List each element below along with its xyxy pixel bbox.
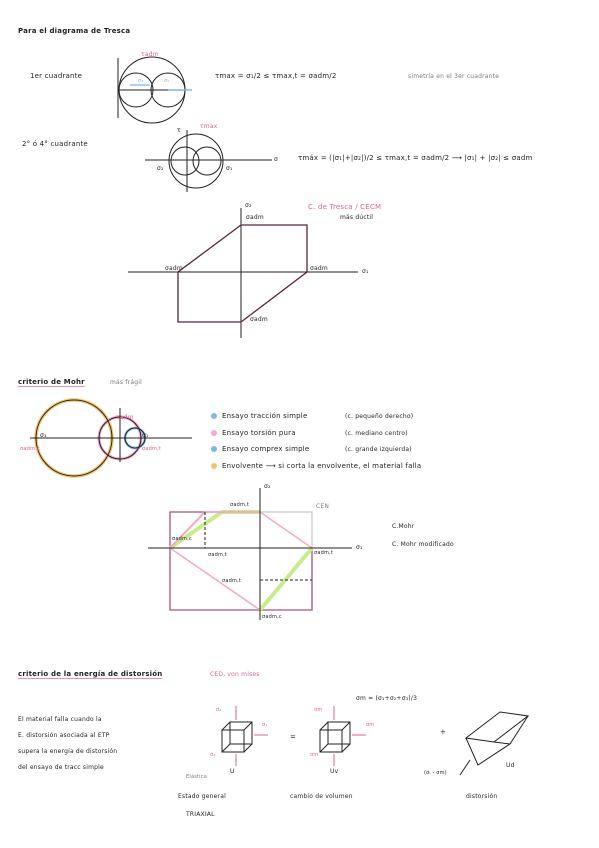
mohr-d-label-2: σadm,c	[172, 536, 192, 542]
mohr-legend-dots	[211, 413, 217, 469]
sigma3-label: σ₃	[138, 78, 144, 84]
legend-4-text: Envolvente ⟶ si corta la envolvente, el …	[222, 462, 422, 470]
mohr-sadm-t: σadm,t	[142, 446, 162, 452]
sigma-m-formula: σm = (σ₁+σ₂+σ₃)/3	[356, 695, 418, 702]
mohr-sadm-c: σadm,c	[20, 446, 40, 452]
cube1-caption: Estado general	[178, 793, 226, 800]
ced-heading-tag: CED, von mises	[210, 671, 260, 678]
tresca-axis-y: σ₂	[245, 202, 252, 209]
cube1-label-2: σ₃	[210, 752, 216, 758]
plus-sign: +	[440, 728, 447, 736]
tresca-q24-mohr-circles	[145, 130, 272, 192]
ced-text-2: E. distorsión asociada al ETP	[18, 732, 110, 739]
equals-sign: =	[290, 733, 297, 741]
legend-1-text: Ensayo tracción simple	[222, 412, 308, 420]
tresca-diagram-title: C. de Tresca / CECM	[308, 203, 382, 211]
cube3-symbol: Ud	[506, 762, 515, 769]
first-quadrant-label: 1er cuadrante	[30, 72, 83, 80]
legend-mohr: C.Mohr	[392, 523, 415, 530]
tau-adm-label: τadm	[141, 51, 159, 58]
ced-heading: criterio de la energía de distorsión	[18, 670, 163, 678]
mohr-cen: CEN	[316, 503, 330, 510]
legend-3-note: (c. grande izquierda)	[345, 446, 412, 453]
tresca-diagram-subtitle: más dúctil	[340, 214, 374, 221]
tresca-hexagon-diagram	[128, 208, 358, 338]
tau-max-label: τmax	[200, 123, 218, 130]
cube3-caption: distorsión	[466, 793, 498, 800]
mohr-tau-adm: τadm	[116, 414, 134, 421]
mohr-sigma1: σ₁	[142, 432, 149, 439]
cube-triaxial	[221, 706, 268, 766]
ced-text-4: del ensayo de tracc simple	[18, 764, 104, 771]
cube-volume-change	[319, 706, 366, 766]
legend-3-text: Ensayo comprex simple	[222, 445, 310, 453]
sigma-axis-label: σ	[274, 156, 279, 163]
tresca-label-bottom: σadm	[250, 316, 268, 323]
cube1-label-1: σ₂	[216, 707, 222, 713]
tresca-axis-x: σ₁	[362, 268, 369, 275]
cube2-caption: cambio de volumen	[290, 793, 353, 800]
q24-formula: τmáx = (|σ₁|+|σ₂|)/2 ≤ τmax,t = σadm/2 ⟶…	[298, 154, 533, 162]
mohr-d-label-3: σadm,t	[208, 552, 228, 558]
tresca-q1-mohr-circles	[117, 56, 192, 124]
mohr-criterion-diagram	[148, 488, 352, 620]
tresca-label-right: σadm	[310, 265, 328, 272]
cube1-note: Elástica	[186, 774, 207, 780]
q24-sigma1-label: σ₁	[226, 165, 233, 172]
q24-sigma2-label: σ₂	[157, 165, 164, 172]
mohr-d-label-1: σadm,t	[230, 502, 250, 508]
cube1-symbol: U	[230, 768, 235, 775]
ced-text-1: El material falla cuando la	[18, 716, 102, 723]
cube2-label-2: σm	[310, 752, 319, 758]
cube2-label-1: σm	[314, 707, 323, 713]
cube-distortion	[459, 711, 530, 776]
symmetry-note: simetría en el 3er cuadrante	[408, 73, 500, 80]
legend-1-note: (c. pequeño derecho)	[345, 413, 414, 420]
mohr-d-label-5: σadm,t	[222, 578, 242, 584]
cube1-label-3: σ₁	[262, 722, 268, 728]
mohr-axis-y: σ₂	[264, 483, 271, 490]
mohr-axis-x: σ₁	[356, 544, 363, 551]
q24-label: 2° ó 4° cuadrante	[22, 140, 88, 148]
tresca-heading: Para el diagrama de Tresca	[18, 27, 131, 35]
mohr-subheading: más frágil	[110, 379, 142, 386]
mohr-d-label-6: σadm,c	[262, 614, 282, 620]
cube2-label-3: σm	[366, 722, 375, 728]
tau-axis-label: τ	[177, 127, 181, 134]
mohr-criterion-circles	[30, 398, 192, 478]
cube1-caption2: TRIAXIAL	[186, 811, 215, 818]
legend-mohr-mod: C. Mohr modificado	[392, 541, 454, 548]
tresca-label-left: σadm	[165, 265, 183, 272]
tresca-label-top: σadm	[246, 214, 264, 221]
cube3-label: (σᵢ - σm)	[424, 770, 447, 776]
mohr-heading: criterio de Mohr	[18, 378, 85, 386]
cube2-symbol: Uv	[330, 768, 339, 775]
q1-formula: τmax = σ₁/2 ≤ τmax,t = σadm/2	[215, 72, 337, 80]
mohr-d-label-4: σadm,t	[314, 550, 334, 556]
ced-text-3: supera la energía de distorsión	[18, 748, 118, 755]
mohr-sigma3: σ₃	[40, 432, 47, 439]
legend-2-text: Ensayo torsión pura	[222, 429, 296, 437]
sigma1-label: σ₁	[164, 78, 170, 84]
legend-2-note: (c. mediano centro)	[345, 430, 408, 437]
